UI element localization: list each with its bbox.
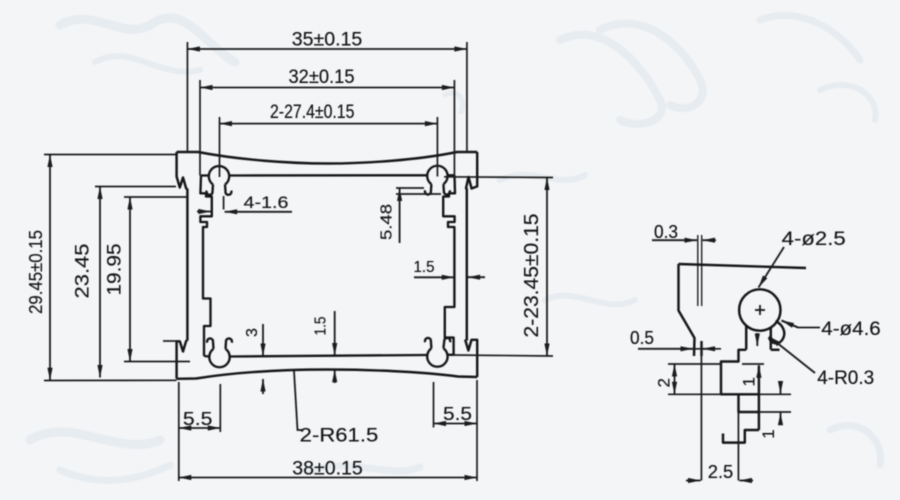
svg-text:2: 2 <box>654 378 673 387</box>
svg-text:32±0.15: 32±0.15 <box>289 67 355 88</box>
svg-text:2.5: 2.5 <box>708 462 734 482</box>
svg-text:2-23.45±0.15: 2-23.45±0.15 <box>521 214 543 338</box>
svg-text:4-R0.3: 4-R0.3 <box>817 368 874 389</box>
svg-text:4-1.6: 4-1.6 <box>244 193 289 212</box>
svg-text:35±0.15: 35±0.15 <box>292 30 363 51</box>
svg-text:5.48: 5.48 <box>379 204 396 240</box>
svg-text:5.5: 5.5 <box>183 409 213 429</box>
svg-text:29.45±0.15: 29.45±0.15 <box>26 230 46 314</box>
svg-text:2-27.4±0.15: 2-27.4±0.15 <box>270 102 354 123</box>
svg-text:0.5: 0.5 <box>630 328 654 348</box>
svg-text:1.5: 1.5 <box>313 316 330 335</box>
svg-text:1.5: 1.5 <box>414 259 435 276</box>
svg-text:0.3: 0.3 <box>654 222 678 242</box>
svg-text:5.5: 5.5 <box>443 404 472 424</box>
svg-text:19.95: 19.95 <box>104 244 125 296</box>
svg-text:3: 3 <box>244 328 261 337</box>
svg-text:38±0.15: 38±0.15 <box>292 459 363 480</box>
svg-text:1: 1 <box>739 377 758 386</box>
svg-text:4-ø4.6: 4-ø4.6 <box>821 318 881 340</box>
svg-text:4-ø2.5: 4-ø2.5 <box>782 228 846 250</box>
svg-text:1: 1 <box>759 429 778 438</box>
svg-text:23.45: 23.45 <box>72 244 93 299</box>
svg-text:2-R61.5: 2-R61.5 <box>300 426 379 447</box>
